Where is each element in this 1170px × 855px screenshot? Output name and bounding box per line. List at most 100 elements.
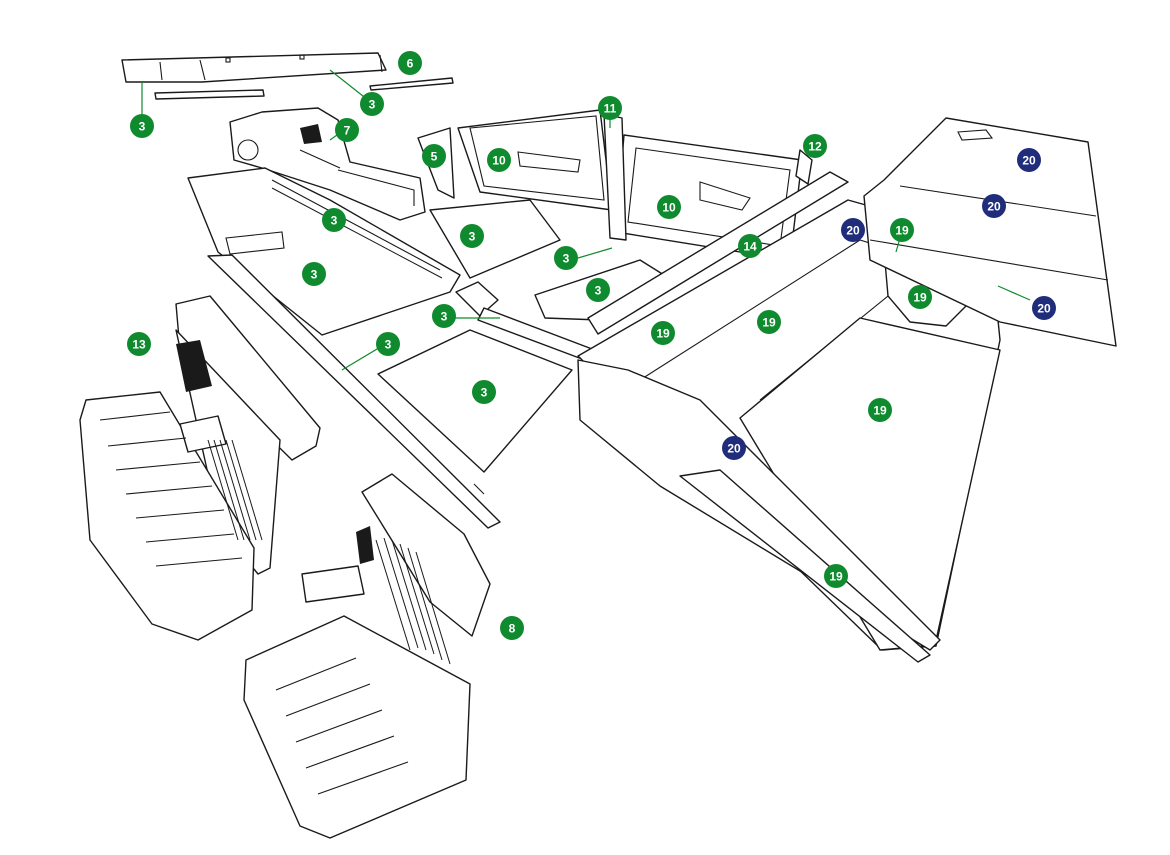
trim-strip-left: [154, 89, 265, 100]
callout-circle: [487, 148, 511, 172]
parcel-shelf-panel: [121, 52, 387, 83]
callout-5: 5: [422, 144, 446, 168]
b-pillar-trim: [603, 113, 627, 241]
callout-circle: [824, 564, 848, 588]
callout-20: 20: [722, 436, 746, 460]
center-console: [229, 107, 426, 221]
callout-3: 3: [586, 278, 610, 302]
callout-label: 7: [344, 124, 351, 138]
callout-3: 3: [130, 114, 154, 138]
kick-panel-right: [795, 149, 813, 185]
rear-seat: [79, 295, 321, 641]
callout-label: 11: [604, 102, 617, 116]
callout-circle: [472, 380, 496, 404]
callout-label: 3: [469, 230, 476, 244]
callout-3: 3: [302, 262, 326, 286]
callout-circle: [598, 96, 622, 120]
callout-11: 11: [598, 96, 622, 120]
callout-circle: [360, 92, 384, 116]
callout-label: 20: [1037, 302, 1051, 316]
parts-drawing: [79, 52, 1117, 839]
callout-label: 19: [895, 224, 909, 238]
callout-circle: [130, 114, 154, 138]
callout-14: 14: [738, 234, 762, 258]
callout-label: 14: [743, 240, 757, 254]
callout-label: 3: [385, 338, 392, 352]
callout-circle: [738, 234, 762, 258]
callout-circle: [908, 285, 932, 309]
callout-circle: [722, 436, 746, 460]
callout-3: 3: [322, 208, 346, 232]
callout-label: 12: [808, 140, 822, 154]
callout-label: 3: [311, 268, 318, 282]
callout-3: 3: [460, 224, 484, 248]
callout-circle: [657, 195, 681, 219]
left-sill-trim: [207, 254, 501, 529]
callout-20: 20: [982, 194, 1006, 218]
callout-circle: [432, 304, 456, 328]
callout-7: 7: [335, 118, 359, 142]
leader-line: [997, 285, 1031, 301]
callout-3: 3: [554, 246, 578, 270]
callout-label: 20: [987, 200, 1001, 214]
front-seat: [243, 473, 491, 839]
callout-3: 3: [472, 380, 496, 404]
callout-20: 20: [841, 218, 865, 242]
callout-label: 3: [331, 214, 338, 228]
callout-label: 19: [762, 316, 776, 330]
headlining: [863, 117, 1117, 347]
callout-3: 3: [360, 92, 384, 116]
callout-circle: [757, 310, 781, 334]
tunnel-carpet: [455, 281, 499, 317]
leader-line: [329, 69, 369, 101]
callout-label: 19: [913, 291, 927, 305]
callout-label: 3: [441, 310, 448, 324]
callout-circle: [1032, 296, 1056, 320]
callout-label: 10: [492, 154, 506, 168]
callout-3: 3: [432, 304, 456, 328]
callout-label: 20: [1022, 154, 1036, 168]
callout-label: 20: [846, 224, 860, 238]
callout-19: 19: [824, 564, 848, 588]
callout-circle: [127, 332, 151, 356]
callout-19: 19: [868, 398, 892, 422]
callout-19: 19: [651, 321, 675, 345]
leader-line: [577, 247, 613, 259]
callout-circle: [982, 194, 1006, 218]
boot-sill-strip: [679, 469, 931, 663]
callout-circle: [586, 278, 610, 302]
callout-label: 13: [132, 338, 146, 352]
callout-circle: [803, 134, 827, 158]
callout-circle: [460, 224, 484, 248]
callout-badges: 3 3 6 7 5 10 11 10 12 20 20 20 19 3 3 3 14 3 3 19 20 3 19 19 13 3…: [127, 51, 1056, 640]
front-floor-carpet-right: [429, 199, 561, 279]
callout-19: 19: [908, 285, 932, 309]
callout-12: 12: [803, 134, 827, 158]
callout-circle: [1017, 148, 1041, 172]
callout-3: 3: [376, 332, 400, 356]
callout-19: 19: [757, 310, 781, 334]
callout-label: 6: [407, 57, 414, 71]
callout-label: 3: [369, 98, 376, 112]
callout-circle: [554, 246, 578, 270]
callout-20: 20: [1032, 296, 1056, 320]
callout-13: 13: [127, 332, 151, 356]
callout-circle: [868, 398, 892, 422]
callout-label: 3: [563, 252, 570, 266]
leader-line: [341, 345, 383, 371]
callout-circle: [422, 144, 446, 168]
callout-circle: [322, 208, 346, 232]
trim-strip-right: [369, 77, 454, 91]
callout-6: 6: [398, 51, 422, 75]
callout-label: 10: [662, 201, 676, 215]
callout-19: 19: [890, 218, 914, 242]
callout-circle: [302, 262, 326, 286]
door-panel-front: [457, 109, 613, 211]
callout-10: 10: [487, 148, 511, 172]
callout-label: 19: [873, 404, 887, 418]
callout-circle: [376, 332, 400, 356]
callout-circle: [335, 118, 359, 142]
front-floor-pan-carpet: [377, 329, 573, 473]
callout-circle: [841, 218, 865, 242]
